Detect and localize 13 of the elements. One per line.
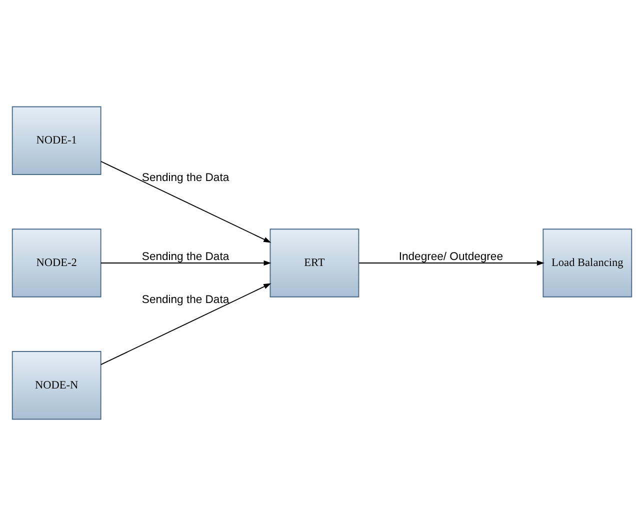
edge-label: Sending the Data bbox=[142, 250, 230, 262]
arrow bbox=[100, 260, 272, 266]
node-box: NODE-2 bbox=[12, 228, 102, 297]
node-box: ERT bbox=[270, 228, 360, 297]
node-box: NODE-1 bbox=[12, 106, 102, 174]
arrow bbox=[358, 260, 544, 266]
arrow bbox=[100, 160, 272, 242]
arrow bbox=[100, 282, 272, 365]
edge-label: Indegree/ Outdegree bbox=[398, 250, 504, 262]
node-box: Load Balancing bbox=[542, 228, 632, 297]
edge-label: Sending the Data bbox=[142, 171, 230, 184]
node-box: NODE-N bbox=[12, 350, 102, 420]
edge-label: Sending the Data bbox=[142, 294, 230, 306]
